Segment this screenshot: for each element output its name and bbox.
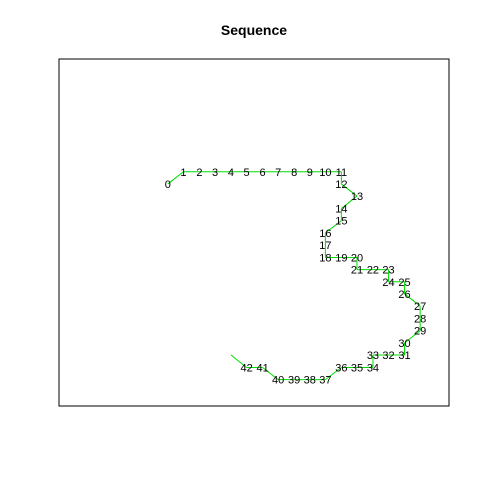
point-label: 33 xyxy=(367,350,379,362)
point-label: 27 xyxy=(414,301,426,313)
point-label: 4 xyxy=(228,167,234,179)
point-label: 30 xyxy=(398,338,410,350)
point-label: 17 xyxy=(319,240,331,252)
point-label: 12 xyxy=(335,179,347,191)
chart-title: Sequence xyxy=(221,22,287,38)
point-label: 37 xyxy=(319,375,331,387)
point-label: 2 xyxy=(196,167,202,179)
point-label: 7 xyxy=(275,167,281,179)
series-line-segment xyxy=(325,367,342,381)
series-line-segment xyxy=(341,195,358,209)
point-label: 36 xyxy=(335,362,347,374)
point-label: 38 xyxy=(304,375,316,387)
point-label: 3 xyxy=(212,167,218,179)
point-label: 41 xyxy=(256,362,268,374)
point-label: 35 xyxy=(351,362,363,374)
point-label: 25 xyxy=(398,277,410,289)
series-line-segment xyxy=(262,367,279,381)
point-label: 23 xyxy=(382,265,394,277)
point-label: 39 xyxy=(288,375,300,387)
series-line-segment xyxy=(167,171,184,185)
point-label: 21 xyxy=(351,265,363,277)
point-label: 22 xyxy=(367,265,379,277)
point-label: 13 xyxy=(351,191,363,203)
point-label: 6 xyxy=(260,167,266,179)
point-label: 19 xyxy=(335,252,347,264)
point-label: 20 xyxy=(351,252,363,264)
series-line-segment xyxy=(230,354,247,368)
point-label: 40 xyxy=(272,375,284,387)
point-label: 29 xyxy=(414,326,426,338)
series-line-layer xyxy=(167,171,421,381)
point-label: 11 xyxy=(336,167,347,179)
point-label: 1 xyxy=(180,167,186,179)
point-label: 8 xyxy=(291,167,297,179)
point-label: 24 xyxy=(382,277,394,289)
point-label: 0 xyxy=(165,179,171,191)
point-label: 32 xyxy=(382,350,394,362)
series-line-segment xyxy=(341,183,358,197)
point-label: 5 xyxy=(244,167,250,179)
point-label: 9 xyxy=(307,167,313,179)
point-label: 42 xyxy=(240,362,252,374)
point-label: 18 xyxy=(319,252,331,264)
point-label: 14 xyxy=(335,204,347,216)
point-label: 26 xyxy=(398,289,410,301)
series-line-segment xyxy=(325,220,342,234)
point-label: 16 xyxy=(319,228,331,240)
point-label: 10 xyxy=(319,167,331,179)
point-label: 15 xyxy=(335,216,347,228)
point-label: 31 xyxy=(398,350,410,362)
series-line-segment xyxy=(404,293,421,307)
point-label: 28 xyxy=(414,314,426,326)
point-label: 34 xyxy=(367,362,379,374)
series-line-segment xyxy=(404,330,421,344)
plot-frame xyxy=(58,58,450,407)
